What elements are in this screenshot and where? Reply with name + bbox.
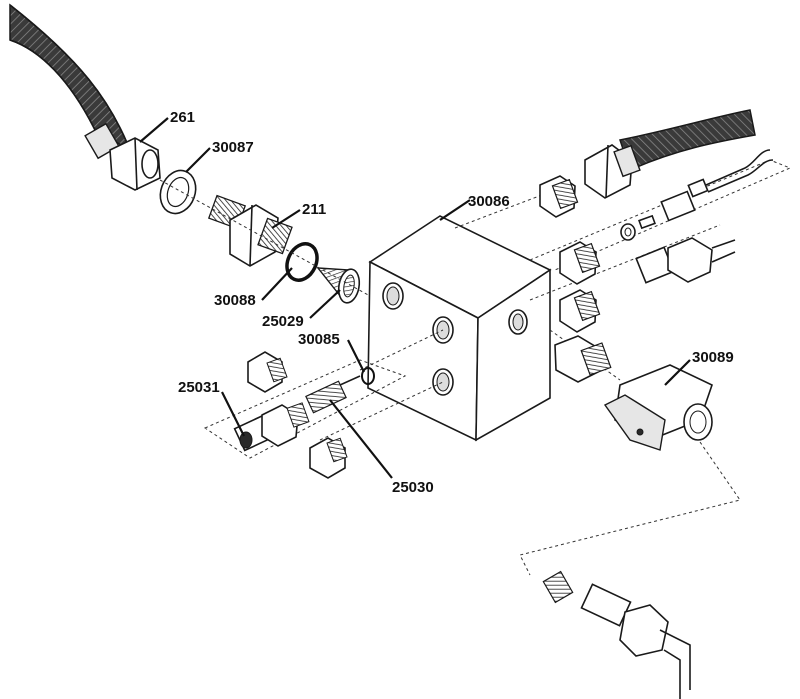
- label-25030: 25030: [392, 479, 434, 496]
- coupler-right: [635, 237, 736, 284]
- spring-25030: [305, 375, 361, 414]
- label-261: 261: [170, 109, 195, 126]
- adapter-fitting-211: [207, 194, 293, 267]
- plug-lower: [309, 437, 348, 479]
- label-30088: 30088: [214, 292, 256, 309]
- hose-nut-261: [109, 137, 161, 191]
- label-25031: 25031: [178, 379, 220, 396]
- label-211: 211: [302, 201, 326, 218]
- relief-valve-body-25031: [233, 402, 310, 452]
- fitting-upper-right-2: [559, 241, 601, 285]
- label-30089: 30089: [692, 349, 734, 366]
- label-30086: 30086: [468, 193, 510, 210]
- filter-screen-25029: [316, 267, 361, 304]
- o-ring-30088: [285, 242, 319, 282]
- label-30085: 30085: [298, 331, 340, 348]
- bottom-coupler: [542, 570, 691, 699]
- hose-upper-left: [9, 3, 132, 160]
- washer-30087: [159, 169, 197, 215]
- part-labels: 261 30087 211 30086 30088 25029 30085 30…: [170, 109, 734, 496]
- plug-upper: [247, 351, 288, 393]
- leader-lines: [139, 117, 691, 479]
- small-fittings-chain: [620, 149, 774, 241]
- hose-upper-right: [584, 109, 756, 199]
- fitting-right-3: [559, 289, 601, 333]
- fitting-upper-right-1: [539, 175, 579, 218]
- label-25029: 25029: [262, 313, 304, 330]
- fitting-right-4: [554, 335, 612, 383]
- manifold-block-30086: [367, 215, 552, 442]
- ball-valve-30089: [603, 364, 713, 451]
- o-ring-30085: [361, 367, 375, 385]
- label-30087: 30087: [212, 139, 254, 156]
